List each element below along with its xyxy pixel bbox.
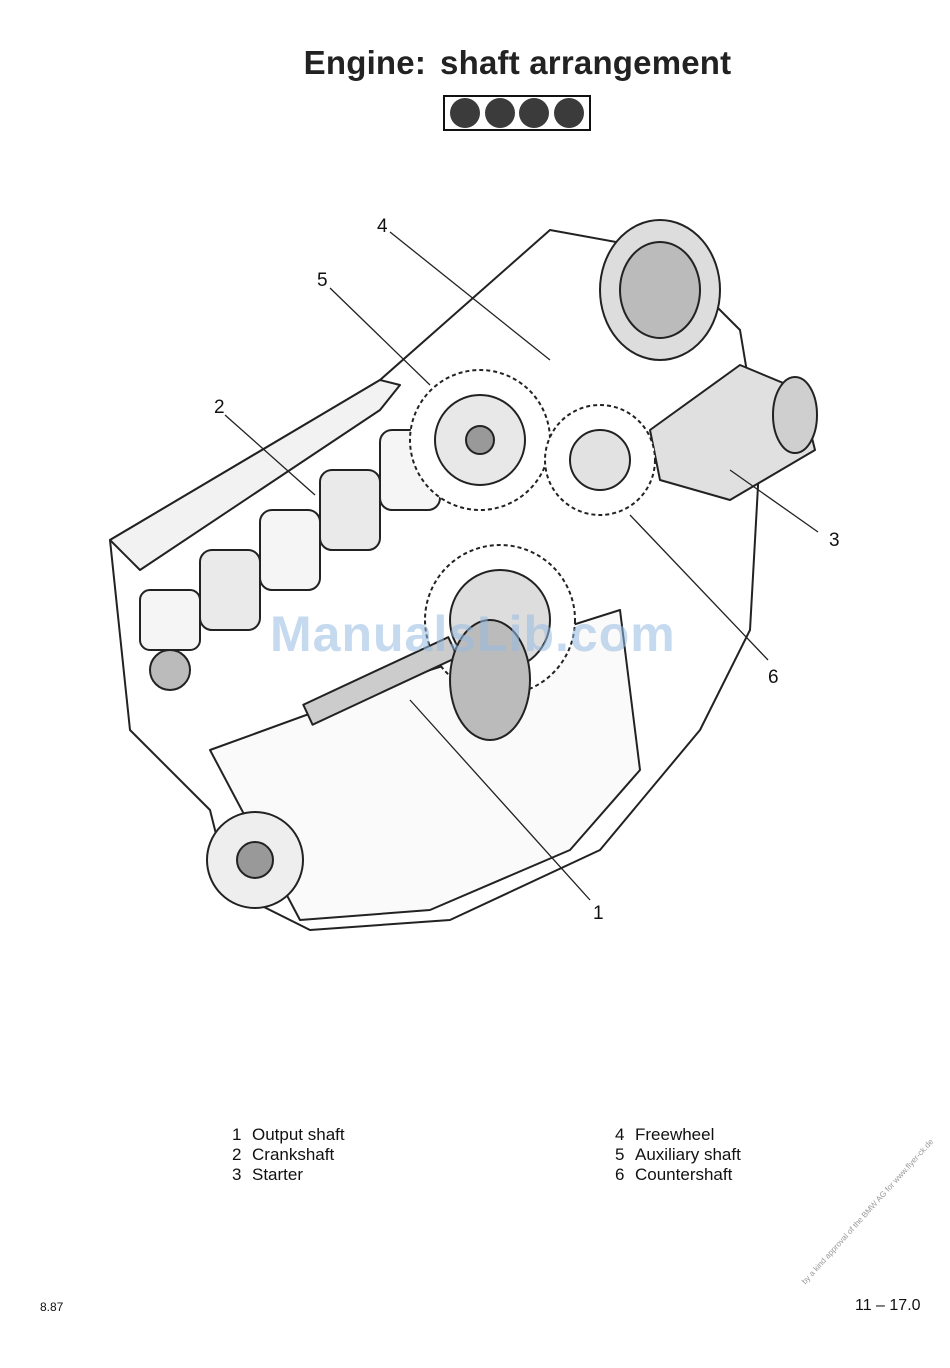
callout-2: 2 (214, 398, 225, 417)
watermark: ManualsLib.com (270, 605, 676, 663)
title-part-subject: shaft arrangement (440, 44, 731, 81)
rating-dot (450, 98, 480, 128)
callout-3: 3 (829, 531, 840, 550)
rating-dot (554, 98, 584, 128)
callout-4: 4 (377, 217, 388, 236)
title-part-engine: Engine: (304, 44, 426, 81)
callout-6: 6 (768, 668, 779, 687)
rating-dot (485, 98, 515, 128)
leader-line-5 (330, 288, 430, 385)
callout-1: 1 (593, 904, 604, 923)
page-number: 11 – 17.0 (855, 1297, 921, 1315)
footer-date: 8.87 (40, 1300, 63, 1314)
difficulty-rating (443, 95, 591, 131)
engine-illustration (100, 210, 860, 940)
rating-dot (519, 98, 549, 128)
page-title: Engine: shaft arrangement (0, 44, 950, 82)
callout-5: 5 (317, 271, 328, 290)
approval-stamp: by a kind approval of the BMW AG for www… (800, 1137, 935, 1286)
